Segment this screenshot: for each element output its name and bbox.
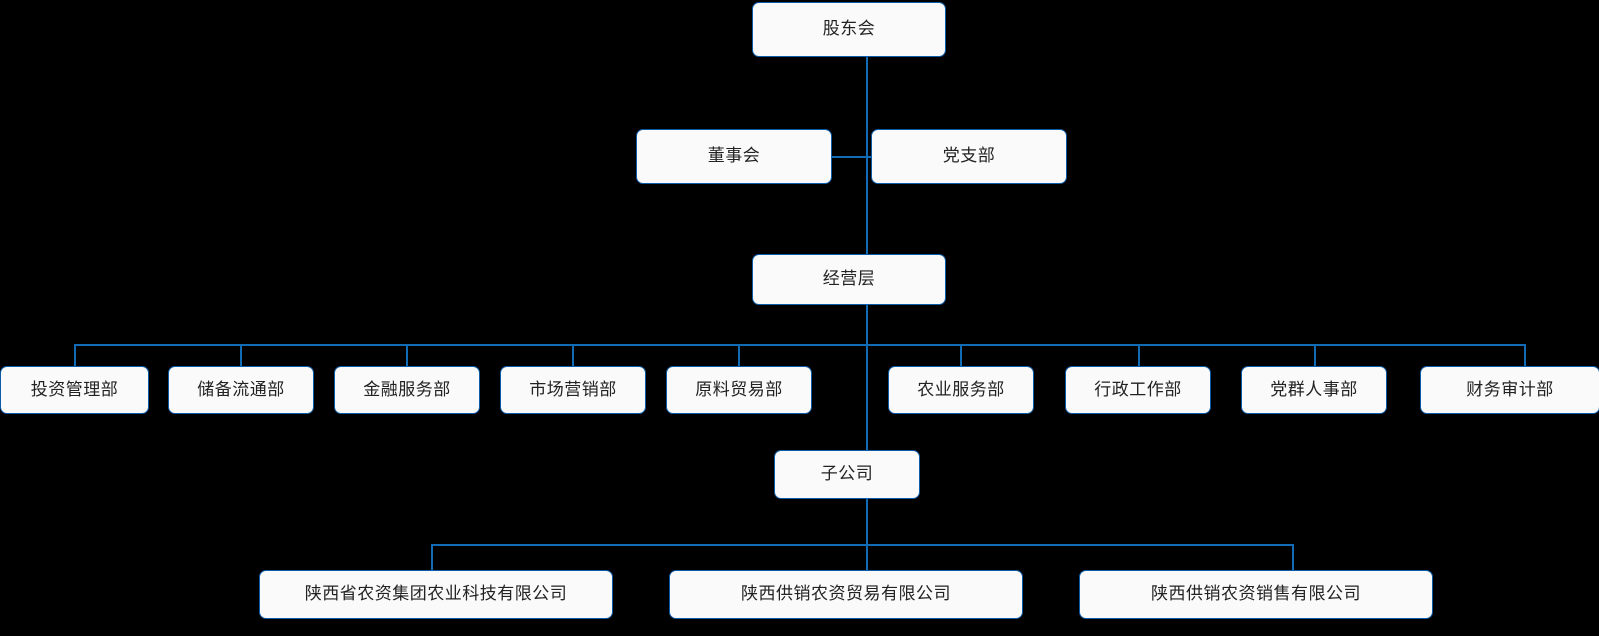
node-dept-reserve-circulation[interactable]: 储备流通部 — [168, 366, 314, 414]
connector-subsidiary-bar — [431, 544, 1293, 546]
node-label: 党群人事部 — [1270, 379, 1358, 400]
node-label: 金融服务部 — [363, 379, 451, 400]
node-dept-financial-services[interactable]: 金融服务部 — [334, 366, 480, 414]
node-label: 子公司 — [820, 464, 874, 484]
node-label: 市场营销部 — [529, 379, 617, 400]
connector-stem-dept-6 — [960, 344, 962, 367]
node-subsidiary-trade[interactable]: 陕西供销农资贸易有限公司 — [669, 570, 1023, 619]
connector-stem-dept-8 — [1314, 344, 1316, 367]
connector-stem-dept-9 — [1524, 344, 1526, 367]
node-party-branch[interactable]: 党支部 — [871, 129, 1067, 184]
node-label: 党支部 — [942, 146, 996, 166]
node-subsidiary-agritech[interactable]: 陕西省农资集团农业科技有限公司 — [259, 570, 613, 619]
connector-stem-sub-3 — [1292, 544, 1294, 571]
node-management-layer[interactable]: 经营层 — [752, 254, 946, 305]
node-shareholders-meeting[interactable]: 股东会 — [752, 2, 946, 57]
connector-department-bar — [74, 344, 1525, 346]
node-dept-agricultural-services[interactable]: 农业服务部 — [888, 366, 1034, 414]
connector-stem-dept-4 — [572, 344, 574, 367]
node-label: 储备流通部 — [197, 379, 285, 400]
node-board-of-directors[interactable]: 董事会 — [636, 129, 832, 184]
connector-stem-dept-7 — [1138, 344, 1140, 367]
node-dept-party-personnel[interactable]: 党群人事部 — [1241, 366, 1387, 414]
node-label: 原料贸易部 — [695, 379, 783, 400]
connector-stem-dept-3 — [406, 344, 408, 367]
connector-stem-dept-2 — [240, 344, 242, 367]
node-label: 财务审计部 — [1466, 379, 1554, 400]
node-label: 董事会 — [707, 146, 761, 166]
node-dept-finance-audit[interactable]: 财务审计部 — [1420, 366, 1599, 414]
node-label: 陕西供销农资销售有限公司 — [1151, 584, 1361, 604]
node-subsidiary-sales[interactable]: 陕西供销农资销售有限公司 — [1079, 570, 1433, 619]
node-label: 经营层 — [822, 269, 876, 289]
connector-subsidiary-trunk — [866, 499, 868, 570]
node-dept-marketing[interactable]: 市场营销部 — [500, 366, 646, 414]
node-label: 行政工作部 — [1094, 379, 1182, 400]
node-label: 陕西省农资集团农业科技有限公司 — [304, 584, 568, 604]
connector-stem-sub-1 — [431, 544, 433, 571]
node-label: 陕西供销农资贸易有限公司 — [741, 584, 951, 604]
node-label: 股东会 — [822, 19, 876, 39]
node-label: 投资管理部 — [30, 379, 119, 400]
node-subsidiary-group[interactable]: 子公司 — [774, 450, 920, 499]
node-label: 农业服务部 — [917, 379, 1005, 400]
node-dept-raw-material-trade[interactable]: 原料贸易部 — [666, 366, 812, 414]
connector-management-to-subsidiary — [866, 304, 868, 451]
connector-board-party-horizontal — [831, 156, 873, 158]
node-dept-administrative-work[interactable]: 行政工作部 — [1065, 366, 1211, 414]
node-dept-investment-management[interactable]: 投资管理部 — [0, 366, 149, 414]
connector-stem-dept-1 — [74, 344, 76, 367]
connector-stem-dept-5 — [738, 344, 740, 367]
